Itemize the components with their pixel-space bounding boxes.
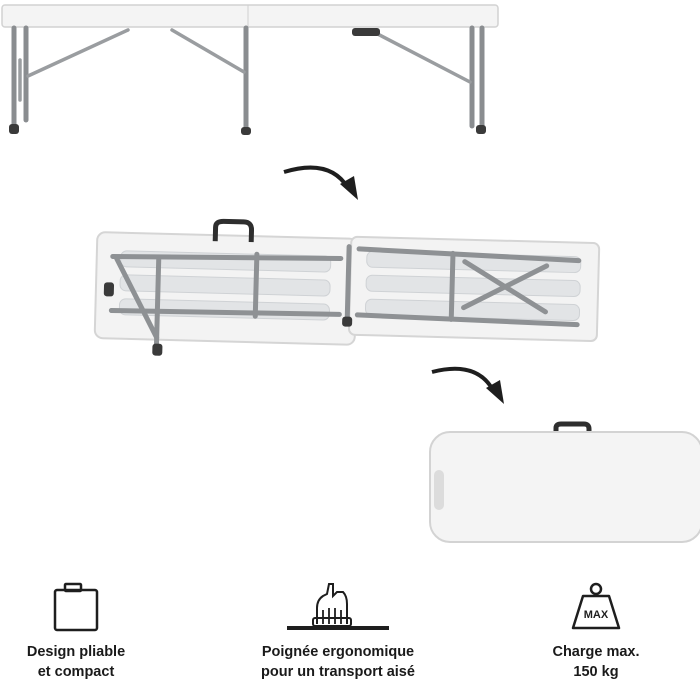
folded-table-icon <box>53 582 99 632</box>
weight-badge: MAX <box>584 609 609 621</box>
feature-weight: MAX Charge max. 150 kg <box>496 580 696 698</box>
hand-handle-icon <box>287 583 389 630</box>
folding-table <box>93 218 601 356</box>
feature-label: Charge max. 150 kg <box>552 644 640 680</box>
product-illustration <box>1 4 700 543</box>
open-table <box>1 4 499 135</box>
feature-label: Poignée ergonomique pour un transport ai… <box>261 644 415 680</box>
arrow-down-right-icon <box>431 366 504 404</box>
folded-table <box>429 421 700 543</box>
feature-handle: Poignée ergonomique pour un transport ai… <box>238 580 438 698</box>
arrow-down-right-icon <box>283 165 358 200</box>
feature-label: Design pliable et compact <box>26 644 126 680</box>
feature-foldable: Design pliable et compact <box>0 580 176 698</box>
weight-icon: MAX <box>571 582 621 630</box>
